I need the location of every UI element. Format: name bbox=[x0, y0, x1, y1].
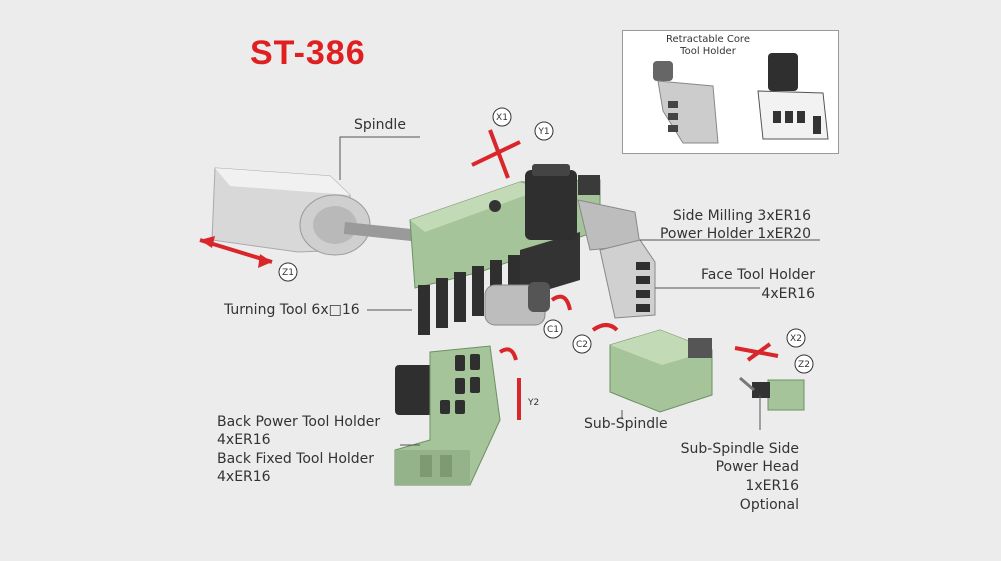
motion-arrows bbox=[199, 129, 779, 420]
axis-y2: Y2 bbox=[527, 398, 539, 408]
model-title: ST-386 bbox=[250, 34, 366, 72]
axis-c1: C1 bbox=[547, 325, 559, 335]
inset-label-line1: Retractable Core bbox=[666, 34, 750, 45]
sub-spindle-unit bbox=[609, 329, 713, 413]
spindle-unit bbox=[211, 167, 420, 256]
leader-lines bbox=[339, 136, 820, 446]
gang-tool-plate bbox=[409, 164, 656, 335]
sub-side-label-1: Sub-Spindle Side bbox=[680, 441, 799, 457]
inset-illustration bbox=[653, 53, 829, 144]
axis-y1: Y1 bbox=[537, 127, 549, 137]
back-tool-holder bbox=[394, 345, 501, 486]
face-tool-label-1: Face Tool Holder bbox=[701, 267, 815, 283]
axis-x2: X2 bbox=[790, 334, 802, 344]
back-fixed-label-2: 4xER16 bbox=[217, 469, 271, 485]
side-milling-label-2: Power Holder 1xER20 bbox=[659, 226, 811, 242]
inset-label-line2: Tool Holder bbox=[680, 46, 736, 57]
back-power-label-2: 4xER16 bbox=[217, 432, 271, 448]
face-tool-label-2: 4xER16 bbox=[761, 286, 815, 302]
back-fixed-label-1: Back Fixed Tool Holder bbox=[217, 451, 375, 467]
sub-spindle-label: Sub-Spindle bbox=[584, 416, 668, 432]
axis-c2: C2 bbox=[576, 340, 588, 350]
retractable-holder-inset: Retractable Core Tool Holder bbox=[622, 30, 839, 154]
sub-side-label-3: 1xER16 bbox=[745, 478, 799, 494]
sub-side-label-2: Power Head bbox=[715, 459, 799, 475]
axis-z1: Z1 bbox=[282, 268, 294, 278]
spindle-label: Spindle bbox=[354, 117, 406, 133]
axis-markers: X1 Y1 Z1 C1 C2 X2 Z2 Y2 bbox=[278, 107, 814, 408]
sub-side-power-head bbox=[739, 376, 805, 411]
side-milling-label-1: Side Milling 3xER16 bbox=[672, 208, 811, 224]
inset-label: Retractable Core Tool Holder bbox=[623, 34, 793, 58]
sub-side-label-4: Optional bbox=[739, 497, 799, 513]
turning-tool-label: Turning Tool 6x□16 bbox=[224, 302, 360, 318]
axis-z2: Z2 bbox=[798, 360, 810, 370]
back-power-label-1: Back Power Tool Holder bbox=[217, 414, 381, 430]
axis-x1: X1 bbox=[496, 113, 508, 123]
